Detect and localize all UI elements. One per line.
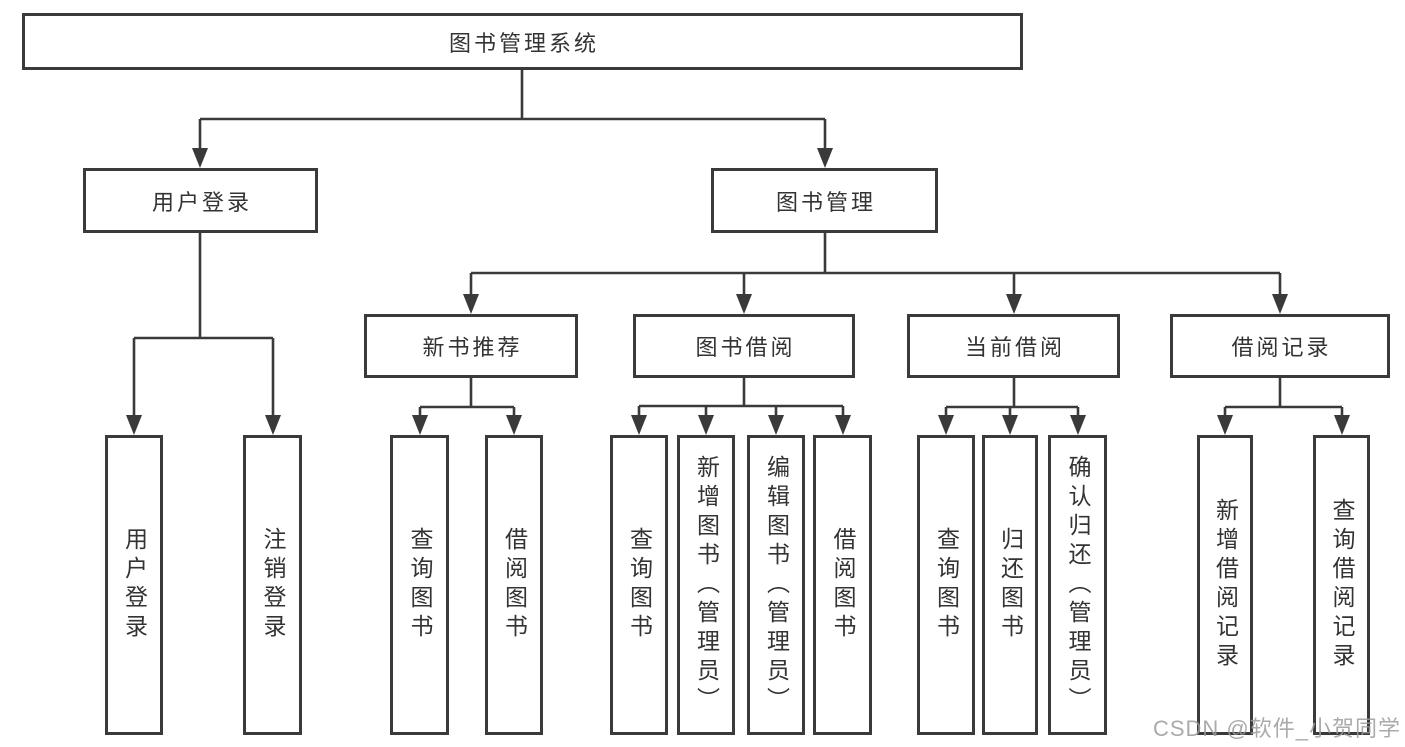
arrow-down-icon [463,294,479,314]
node-book-management: 图书管理 [711,168,938,233]
leaf-borrow-books-recommend: 借阅图书 [485,435,543,735]
arrow-down-icon [126,415,142,435]
leaf-logout: 注销登录 [243,435,302,735]
leaf-edit-books-admin: 编辑图书（管理员） [747,435,805,735]
arrow-down-icon [192,148,208,168]
arrow-down-icon [768,415,784,435]
node-borrowing-records: 借阅记录 [1170,314,1390,378]
arrow-down-icon [631,415,647,435]
node-user-login: 用户登录 [83,168,318,233]
leaf-query-books-recommend: 查询图书 [390,435,449,735]
connectors-borrow-records [1217,378,1350,435]
connectors-user-login [126,233,281,435]
arrow-down-icon [938,415,954,435]
arrow-down-icon [506,415,522,435]
arrow-down-icon [1217,415,1233,435]
leaf-query-books-current: 查询图书 [917,435,975,735]
arrow-down-icon [736,294,752,314]
watermark: CSDN @软件_小贺同学 [1152,716,1401,741]
leaf-return-books: 归还图书 [982,435,1038,735]
leaf-confirm-return-admin: 确认归还（管理员） [1048,435,1107,735]
leaf-borrow-books-borrowing: 借阅图书 [813,435,872,735]
arrow-down-icon [817,148,833,168]
arrow-down-icon [265,415,281,435]
connectors-root [192,70,833,168]
connectors-book-management [463,233,1288,314]
arrow-down-icon [1002,415,1018,435]
leaf-query-borrow-record: 查询借阅记录 [1313,435,1370,735]
arrow-down-icon [1070,415,1086,435]
arrow-down-icon [835,415,851,435]
connectors-book-borrowing [631,378,851,435]
arrow-down-icon [1272,294,1288,314]
arrow-down-icon [412,415,428,435]
node-book-borrowing: 图书借阅 [633,314,855,378]
arrow-down-icon [698,415,714,435]
arrow-down-icon [1334,415,1350,435]
arrow-down-icon [1006,294,1022,314]
node-library-management-system: 图书管理系统 [22,13,1023,70]
leaf-user-login: 用户登录 [105,435,163,735]
node-new-book-recommend: 新书推荐 [364,314,578,378]
connectors-current-borrow [938,378,1086,435]
leaf-add-books-admin: 新增图书（管理员） [677,435,735,735]
leaf-add-borrow-record: 新增借阅记录 [1197,435,1253,735]
node-current-borrowing: 当前借阅 [907,314,1120,378]
connectors-new-book [412,378,522,435]
leaf-query-books-borrowing: 查询图书 [610,435,668,735]
